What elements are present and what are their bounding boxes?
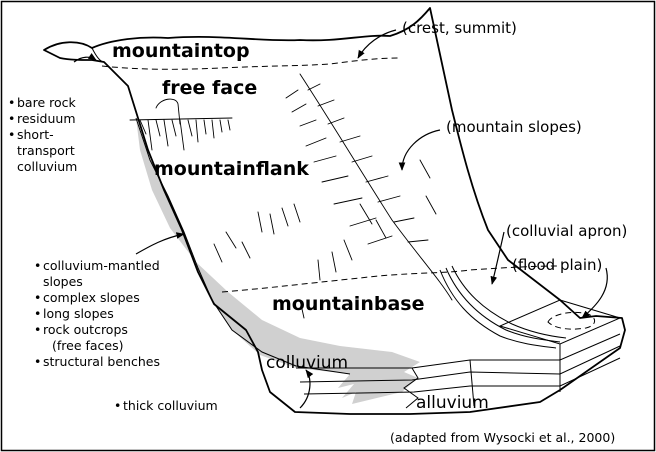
mountainbase-boundary [222, 266, 560, 292]
mountaintop-notes: • bare rock • residuum • short- transpor… [8, 95, 77, 174]
floodplain-boundary [548, 312, 595, 329]
bullet-dot: • [8, 127, 15, 142]
note-colluvium-mantled: colluvium-mantled [43, 258, 160, 273]
mountainflank-notes: • colluvium-mantled slopes • complex slo… [34, 258, 160, 369]
crest-arrow [358, 30, 396, 58]
bullet-dot: • [34, 322, 41, 337]
bullet-dot: • [8, 111, 15, 126]
note-free-faces: (free faces) [52, 338, 124, 353]
note-thick-colluvium: thick colluvium [123, 398, 218, 413]
bullet-dot: • [34, 258, 41, 273]
note-rock-outcrops: rock outcrops [43, 322, 128, 337]
annotation-colluvial-apron: (colluvial apron) [506, 222, 627, 240]
note-transport: transport [17, 143, 75, 158]
note-short: short- [17, 127, 54, 142]
deposit-label-colluvium: colluvium [266, 353, 348, 373]
note-colluvium: colluvium [17, 159, 77, 174]
stream-channel [440, 266, 566, 348]
thick-colluvium-arrow [300, 370, 310, 408]
annotation-mountain-slopes: (mountain slopes) [446, 118, 582, 136]
zone-label-free-face: free face [162, 77, 257, 99]
source-credit: (adapted from Wysocki et al., 2000) [390, 430, 615, 445]
mantled-slopes-arrow [136, 234, 184, 254]
mountain-slopes-arrow [402, 130, 440, 170]
zone-label-mountainbase: mountainbase [272, 293, 424, 315]
note-structural-benches: structural benches [43, 354, 160, 369]
note-long-slopes: long slopes [43, 306, 114, 321]
bullet-dot: • [34, 306, 41, 321]
note-bare-rock: bare rock [17, 95, 77, 110]
zone-label-mountaintop: mountaintop [112, 40, 250, 62]
zone-label-mountainflank: mountainflank [154, 158, 309, 180]
note-residuum: residuum [17, 111, 76, 126]
note-slopes: slopes [43, 274, 83, 289]
bullet-dot: • [34, 354, 41, 369]
bullet-dot: • [8, 95, 15, 110]
slope-hachures [214, 74, 452, 318]
deposit-label-alluvium: alluvium [416, 393, 489, 413]
bullet-dot: • [114, 398, 121, 413]
annotation-flood-plain: (flood plain) [512, 256, 602, 274]
annotation-crest: (crest, summit) [402, 19, 517, 37]
bullet-dot: • [34, 290, 41, 305]
note-complex-slopes: complex slopes [43, 290, 140, 305]
